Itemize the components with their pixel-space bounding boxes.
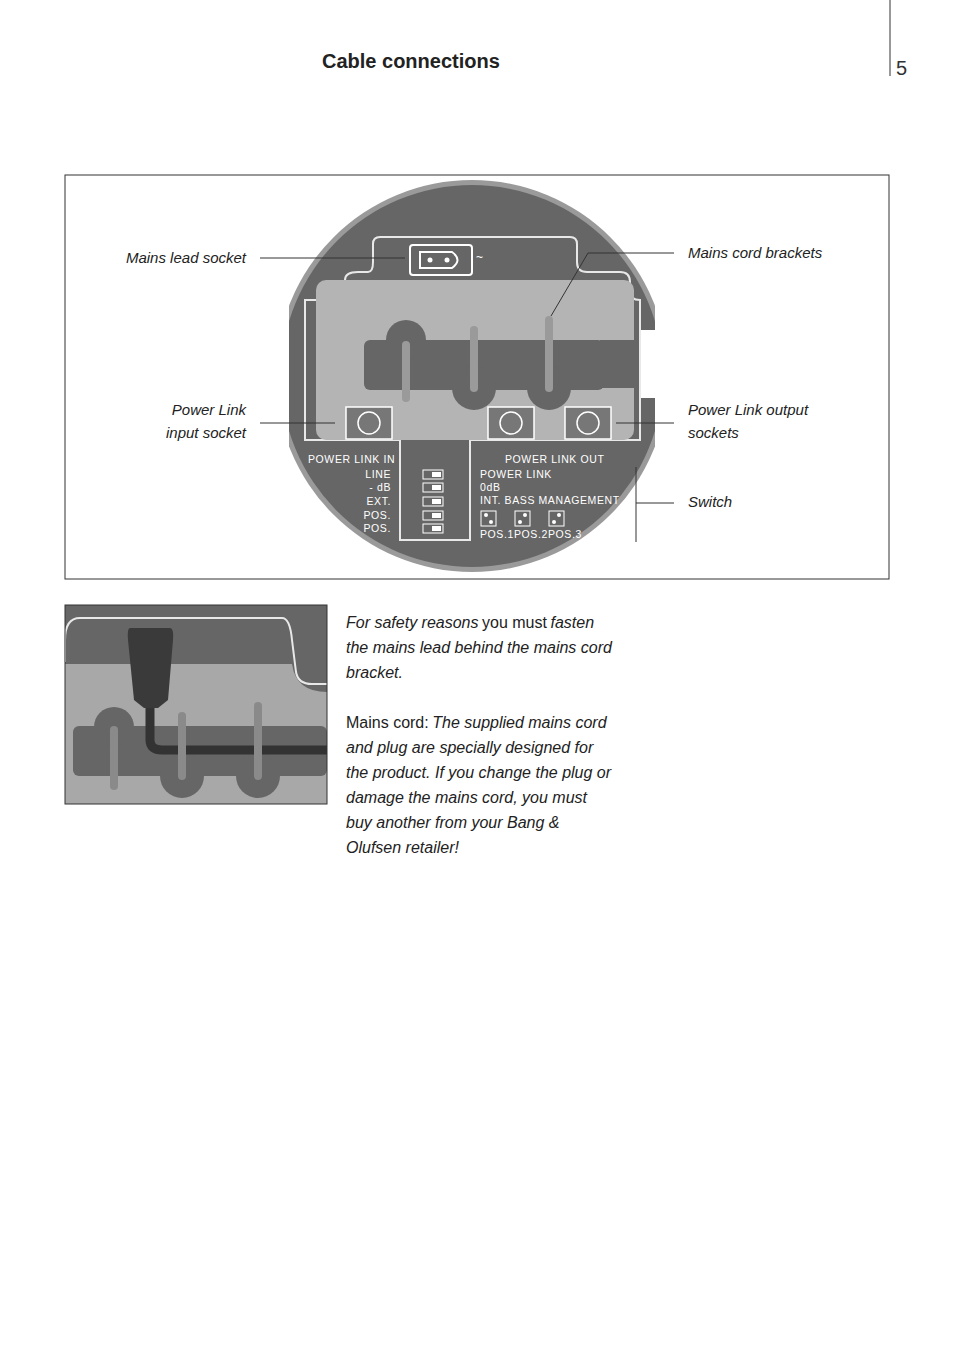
page-rule: [890, 0, 891, 76]
inset-bracket: [254, 706, 262, 776]
leader-line: [616, 423, 674, 424]
panel-text: 0dB: [480, 481, 540, 494]
note-text: For safety reasonsyou mustfasten the mai…: [346, 610, 616, 860]
cord-bracket: [402, 345, 410, 398]
dip-knob: [432, 513, 441, 518]
leader-lines: [260, 253, 674, 542]
callout: Mains cord brackets: [688, 241, 888, 264]
dip-switch: [423, 470, 443, 479]
note-text: The supplied mains cord and plug are spe…: [346, 714, 611, 856]
mains-pin: [445, 258, 450, 263]
pos-indicator: [515, 511, 530, 526]
pos-dot: [523, 513, 527, 517]
inset-frame: [65, 605, 327, 804]
dip-knob: [432, 499, 441, 504]
din-ring: [358, 412, 380, 434]
pos-dot: [484, 513, 488, 517]
pos-dot: [489, 520, 493, 524]
cord-bracket: [470, 330, 478, 388]
din-ring: [500, 412, 522, 434]
leader-line: [636, 503, 674, 504]
pos-dot: [518, 520, 522, 524]
dip-knob: [432, 485, 441, 490]
din-socket: [346, 407, 392, 439]
mains-pin: [428, 258, 433, 263]
housing-rim: [289, 180, 655, 572]
panel-text: POWER LINK OUT: [505, 453, 615, 466]
symbol: ~: [476, 251, 488, 264]
din-ring: [577, 412, 599, 434]
panel-text: INT. BASS MANAGEMENT: [480, 494, 630, 507]
panel-housing: [289, 180, 655, 572]
cord-bracket: [545, 320, 553, 388]
leader-line: [260, 258, 405, 259]
panel-text: LINE: [340, 468, 391, 481]
dip-switch: [423, 497, 443, 506]
callout: Power Link output sockets: [688, 398, 838, 444]
recess-outline: [305, 237, 640, 540]
page-number: 5: [896, 57, 926, 80]
din-socket: [565, 407, 611, 439]
housing-face: [289, 185, 655, 567]
pos-indicator: [481, 511, 496, 526]
recess-step: [600, 340, 634, 388]
inset-recess: [65, 664, 327, 804]
mains-plug: [128, 628, 173, 708]
mains-socket-face: [420, 252, 458, 268]
panel-text: POS.: [340, 509, 391, 522]
note-text: For safety reasons: [346, 614, 479, 631]
panel-text: POS.3: [548, 528, 588, 541]
note-text: you must: [482, 614, 547, 631]
callout: Switch: [688, 490, 788, 513]
panel-text: - dB: [340, 481, 391, 494]
inset-photo: [65, 605, 327, 804]
page-title: Cable connections: [322, 50, 500, 73]
pos-dot: [557, 513, 561, 517]
recess-floor: [316, 280, 634, 440]
side-notch: [640, 330, 656, 398]
dip-switch: [423, 483, 443, 492]
inset-bracket: [110, 730, 118, 786]
inset-bracket: [178, 716, 186, 776]
leader-line: [260, 423, 335, 424]
note-text: Mains cord:: [346, 714, 429, 731]
panel-text: POS.2: [514, 528, 548, 541]
leader-line: [636, 467, 637, 542]
pos-dot: [552, 520, 556, 524]
din-socket: [488, 407, 534, 439]
callout: Mains lead socket: [90, 246, 246, 269]
callout: Power Link input socket: [140, 398, 246, 444]
inset-ground: [65, 605, 327, 804]
figure-frame: [65, 175, 889, 579]
panel-text: POS.1: [480, 528, 514, 541]
dip-switch: [423, 524, 443, 533]
panel-text: POWER LINK: [480, 468, 590, 481]
din-sockets: [346, 407, 611, 439]
leader-line: [551, 253, 674, 316]
dip-knob: [432, 472, 441, 477]
dip-knob: [432, 526, 441, 531]
mains-socket: [410, 245, 472, 275]
pos-indicator: [549, 511, 564, 526]
panel-text: POS.: [340, 522, 391, 535]
panel-text: EXT.: [340, 495, 391, 508]
dip-switch: [423, 511, 443, 520]
panel-text: POWER LINK IN: [308, 453, 408, 466]
paragraph-gap: [346, 685, 616, 710]
mains-cord: [150, 700, 327, 750]
